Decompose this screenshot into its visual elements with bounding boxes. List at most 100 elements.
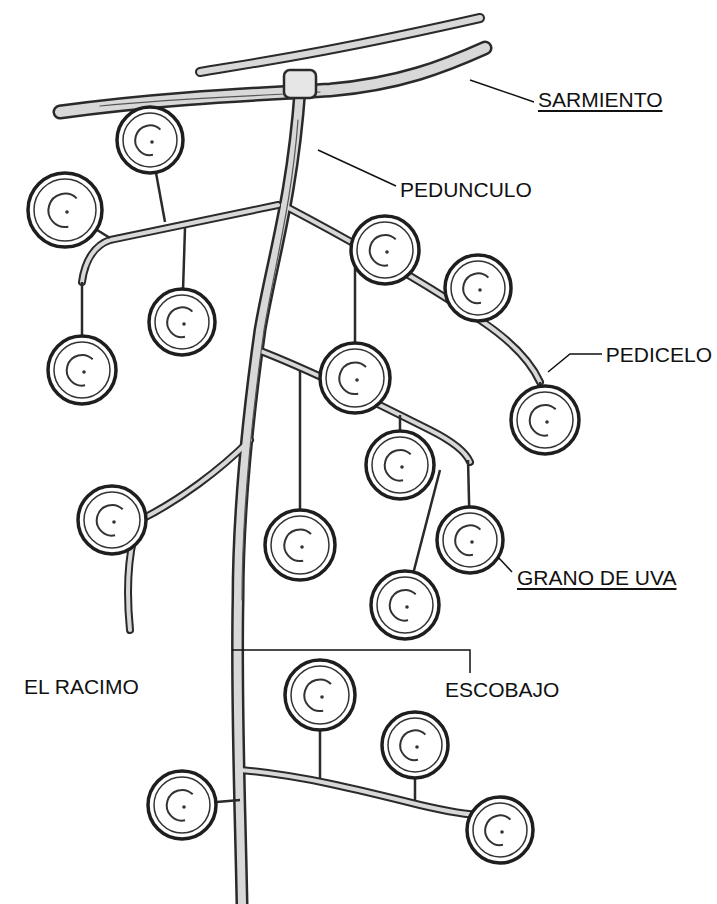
stem-fill	[60, 18, 540, 904]
grapes	[28, 107, 579, 863]
berry-dot	[415, 745, 419, 749]
berry-highlight	[485, 815, 510, 845]
stems	[60, 18, 540, 904]
berry-highlight	[370, 235, 396, 266]
berry-outline	[48, 336, 116, 404]
berry-skin	[443, 513, 497, 567]
berry-skin	[451, 261, 505, 315]
grape-berry	[366, 431, 434, 499]
berry-outline	[437, 507, 503, 573]
grape-berry	[320, 343, 390, 413]
berry-dot	[150, 140, 154, 144]
leader-line	[548, 354, 602, 372]
berry-highlight	[455, 525, 480, 555]
berry-highlight	[304, 680, 331, 712]
berry-highlight	[67, 355, 93, 386]
berry-skin	[388, 718, 442, 772]
berry-highlight	[167, 307, 192, 337]
grape-berry	[285, 660, 355, 730]
berry-outline	[467, 797, 533, 863]
berry-outline	[320, 343, 390, 413]
berry-skin	[517, 392, 573, 448]
leader-line	[498, 557, 512, 572]
part-label: PEDUNCULO	[400, 178, 532, 201]
berry-outline	[285, 660, 355, 730]
berry-skin	[123, 113, 177, 167]
berry-skin	[154, 777, 210, 833]
node-joint	[284, 70, 316, 98]
grape-berry	[148, 771, 216, 839]
grape-berry	[511, 386, 579, 454]
berry-outline	[117, 107, 183, 173]
berry-outline	[351, 216, 419, 284]
berry-outline	[371, 571, 439, 639]
berry-highlight	[48, 194, 76, 227]
berry-dot	[65, 210, 69, 214]
berry-dot	[470, 540, 474, 544]
berry-skin	[372, 437, 428, 493]
berry-highlight	[390, 590, 416, 621]
grape-berry	[351, 216, 419, 284]
grape-berry	[382, 712, 448, 778]
berry-outline	[78, 486, 146, 554]
berry-skin	[326, 349, 384, 407]
berry-outline	[382, 712, 448, 778]
berry-dot	[182, 805, 186, 809]
grape-berry	[265, 510, 335, 580]
berry-skin	[473, 803, 527, 857]
berry-highlight	[135, 125, 160, 155]
berry-outline	[149, 289, 215, 355]
stem-outline	[60, 18, 540, 904]
berry-dot	[385, 250, 389, 254]
grape-berry	[371, 571, 439, 639]
berry-highlight	[284, 530, 311, 562]
berry-outline	[511, 386, 579, 454]
leader-line	[470, 80, 534, 102]
berry-dot	[478, 288, 482, 292]
berry-dot	[405, 605, 409, 609]
part-label: SARMIENTO	[538, 88, 662, 111]
part-label: ESCOBAJO	[445, 678, 559, 701]
berry-dot	[300, 545, 304, 549]
berry-dot	[182, 322, 186, 326]
berry-outline	[366, 431, 434, 499]
berry-highlight	[463, 273, 488, 303]
berry-dot	[320, 695, 324, 699]
berry-skin	[54, 342, 110, 398]
berry-skin	[271, 516, 329, 574]
berry-skin	[377, 577, 433, 633]
leader-line	[318, 150, 396, 186]
berry-skin	[155, 295, 209, 349]
berry-highlight	[97, 505, 123, 536]
berry-outline	[265, 510, 335, 580]
berry-highlight	[167, 790, 193, 821]
berry-skin	[34, 179, 96, 241]
berry-dot	[112, 520, 116, 524]
leader-line	[232, 650, 470, 673]
berry-dot	[500, 830, 504, 834]
grape-berry	[78, 486, 146, 554]
berry-dot	[545, 420, 549, 424]
berry-skin	[291, 666, 349, 724]
berry-skin	[84, 492, 140, 548]
berry-highlight	[339, 363, 366, 394]
part-label: GRANO DE UVA	[517, 566, 676, 589]
berry-skin	[357, 222, 413, 278]
grape-berry	[28, 173, 102, 247]
berry-dot	[82, 370, 86, 374]
grape-berry	[445, 255, 511, 321]
part-label: PEDICELO	[606, 343, 712, 366]
berry-dot	[355, 378, 359, 382]
berry-outline	[148, 771, 216, 839]
grape-berry	[149, 289, 215, 355]
part-label: EL RACIMO	[24, 675, 139, 698]
grape-berry	[117, 107, 183, 173]
berry-outline	[445, 255, 511, 321]
berry-highlight	[385, 450, 411, 481]
grape-berry	[437, 507, 503, 573]
berry-highlight	[400, 730, 425, 760]
grape-berry	[467, 797, 533, 863]
berry-outline	[28, 173, 102, 247]
